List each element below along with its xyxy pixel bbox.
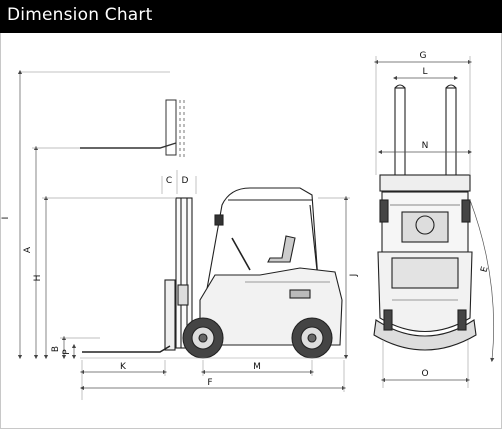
page-title: Dimension Chart <box>7 5 153 25</box>
title-bar: Dimension Chart <box>0 0 502 33</box>
dim-label-A: A <box>23 246 33 253</box>
dim-label-P: P <box>62 349 72 355</box>
dim-label-F: F <box>207 378 212 388</box>
dim-label-N: N <box>422 141 429 151</box>
dim-label-J: J <box>349 274 359 278</box>
forklift-top-view <box>373 84 477 351</box>
dim-label-B: B <box>51 346 61 352</box>
dim-label-C: C <box>166 176 172 186</box>
raised-fork-group <box>20 71 185 160</box>
dim-label-O: O <box>421 369 428 379</box>
dim-label-H: H <box>33 275 43 282</box>
dimension-labels: I A H B P C D J K M F G L N O E <box>1 51 491 388</box>
forklift-side-view <box>80 187 345 359</box>
dim-label-M: M <box>253 362 261 372</box>
dimension-lines <box>17 56 495 400</box>
dim-label-E: E <box>480 265 491 273</box>
dim-label-L: L <box>422 67 427 77</box>
dim-label-I: I <box>1 217 11 220</box>
dim-label-K: K <box>120 362 127 372</box>
dim-label-G: G <box>420 51 427 61</box>
dim-label-D: D <box>182 176 189 186</box>
